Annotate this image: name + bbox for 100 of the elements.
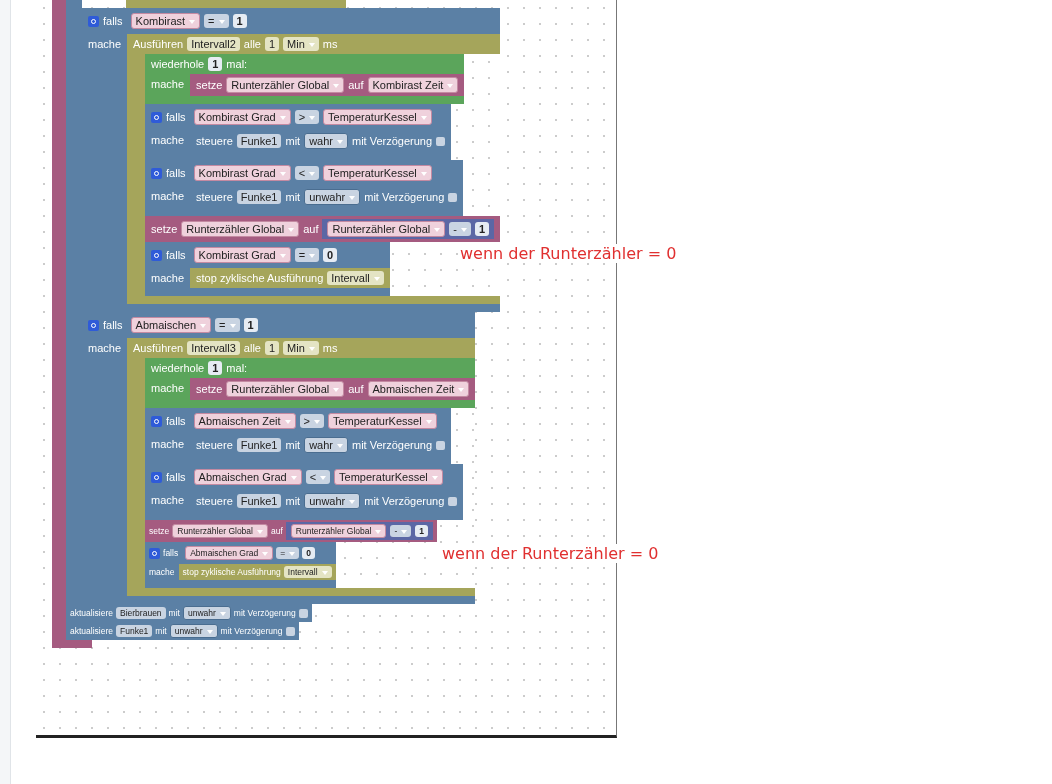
- dropdown-field: 1: [264, 37, 280, 51]
- block-keyword: stop zyklische Ausführung: [196, 272, 324, 284]
- stop-block: [178, 564, 336, 580]
- device-field: Funke1: [236, 438, 282, 452]
- set-variable-block: [190, 378, 476, 400]
- operator-dropdown: =: [215, 318, 240, 332]
- variable-dropdown: Runterzähler Global: [172, 524, 268, 538]
- value-dropdown: unwahr: [169, 624, 218, 638]
- block-keyword: mit Verzögerung: [352, 135, 433, 147]
- block-keyword: mache: [88, 342, 122, 354]
- block-keyword: mit Verzögerung: [220, 626, 283, 636]
- variable-dropdown: Runterzähler Global: [181, 221, 300, 237]
- block-keyword: mal:: [226, 362, 248, 374]
- interval-block: [127, 34, 501, 304]
- variable-dropdown: Abmaischen Grad: [193, 469, 302, 485]
- variable-dropdown: Runterzähler Global: [290, 524, 387, 538]
- block-keyword: steuere: [196, 495, 233, 507]
- block-keyword: auf: [348, 383, 364, 395]
- device-field: Funke1: [116, 625, 153, 637]
- variable-dropdown: Abmaischen Zeit: [367, 381, 470, 397]
- number-field: 0: [302, 547, 315, 559]
- block-keyword: mit Verzögerung: [364, 495, 445, 507]
- block-keyword: steuere: [196, 135, 233, 147]
- operator-dropdown: -: [390, 525, 412, 537]
- block-keyword: mache: [88, 38, 122, 50]
- dropdown-field: Intervall3: [187, 341, 240, 355]
- block-keyword: aktualisiere: [70, 608, 113, 618]
- block-keyword: mit Verzögerung: [364, 191, 445, 203]
- value-dropdown: unwahr: [304, 493, 361, 509]
- dropdown-field: Intervall: [283, 566, 332, 578]
- block-keyword: mache: [151, 190, 185, 202]
- if-block: [145, 408, 452, 464]
- block-keyword: setze: [196, 383, 223, 395]
- block-keyword: falls: [166, 249, 186, 261]
- block-keyword: stop zyklische Ausführung: [182, 567, 281, 577]
- variable-dropdown: Kombirast Grad: [193, 109, 291, 125]
- device-field: Bierbrauen: [116, 607, 166, 619]
- variable-dropdown: Abmaischen: [130, 317, 212, 333]
- block-keyword: setze: [149, 526, 170, 536]
- number-field: 1: [415, 525, 428, 537]
- block-keyword: auf: [270, 526, 283, 536]
- operator-dropdown: -: [449, 222, 471, 236]
- block-keyword: falls: [103, 319, 123, 331]
- variable-dropdown: Kombirast Zeit: [367, 77, 459, 93]
- block-keyword: auf: [303, 223, 319, 235]
- block-keyword: alle: [243, 342, 261, 354]
- operator-dropdown: =: [294, 248, 320, 262]
- operator-dropdown: =: [276, 547, 300, 559]
- stop-block: [190, 268, 390, 288]
- number-field: 0: [323, 248, 338, 262]
- operator-dropdown: >: [299, 414, 324, 428]
- variable-dropdown: Runterzähler Global: [327, 221, 446, 237]
- dropdown-field: Min: [283, 37, 319, 51]
- device-field: Funke1: [236, 190, 282, 204]
- block-keyword: falls: [166, 415, 186, 427]
- block-keyword: steuere: [196, 191, 233, 203]
- block-keyword: mit: [285, 191, 301, 203]
- variable-dropdown: TemperaturKessel: [327, 413, 437, 429]
- variable-dropdown: Abmaischen Grad: [185, 546, 274, 560]
- block-keyword: falls: [166, 111, 186, 123]
- variable-dropdown: TemperaturKessel: [323, 165, 432, 181]
- block-keyword: mache: [151, 134, 185, 146]
- block-keyword: mit: [285, 439, 301, 451]
- dropdown-field: Intervall2: [187, 37, 240, 51]
- operator-dropdown: <: [305, 470, 331, 484]
- block-keyword: wiederhole: [151, 362, 205, 374]
- operator-dropdown: <: [294, 166, 320, 180]
- block-keyword: ms: [322, 342, 338, 354]
- variable-dropdown: Runterzähler Global: [226, 77, 345, 93]
- block-keyword: mache: [151, 438, 185, 450]
- dropdown-field: Intervall: [327, 271, 384, 285]
- variable-dropdown: TemperaturKessel: [334, 469, 443, 485]
- value-dropdown: unwahr: [304, 189, 361, 205]
- number-field: 1: [475, 222, 490, 236]
- device-field: Funke1: [236, 494, 282, 508]
- block-keyword: wiederhole: [151, 58, 205, 70]
- block-keyword: auf: [348, 79, 364, 91]
- variable-dropdown: Kombirast Grad: [193, 247, 291, 263]
- block-keyword: setze: [151, 223, 178, 235]
- block-keyword: alle: [243, 38, 261, 50]
- dropdown-field: 1: [264, 341, 280, 355]
- block-keyword: mache: [151, 78, 185, 90]
- number-field: 1: [243, 318, 258, 332]
- set-variable-block: [145, 216, 501, 242]
- set-variable-block: [145, 520, 437, 542]
- block-keyword: falls: [163, 548, 179, 558]
- block-keyword: mal:: [226, 58, 248, 70]
- repeat-block: [145, 358, 476, 408]
- block-keyword: mache: [151, 272, 185, 284]
- variable-dropdown: TemperaturKessel: [323, 109, 432, 125]
- block-keyword: mit: [168, 608, 180, 618]
- block-keyword: falls: [166, 471, 186, 483]
- annotation-text: wenn der Runterzähler = 0: [458, 244, 679, 263]
- block-keyword: Ausführen: [133, 342, 184, 354]
- variable-dropdown: Kombirast Grad: [193, 165, 291, 181]
- set-variable-block: [190, 74, 465, 96]
- block-keyword: aktualisiere: [70, 626, 113, 636]
- block-keyword: Ausführen: [133, 38, 184, 50]
- block-keyword: mache: [149, 567, 175, 577]
- dropdown-field: Min: [283, 341, 319, 355]
